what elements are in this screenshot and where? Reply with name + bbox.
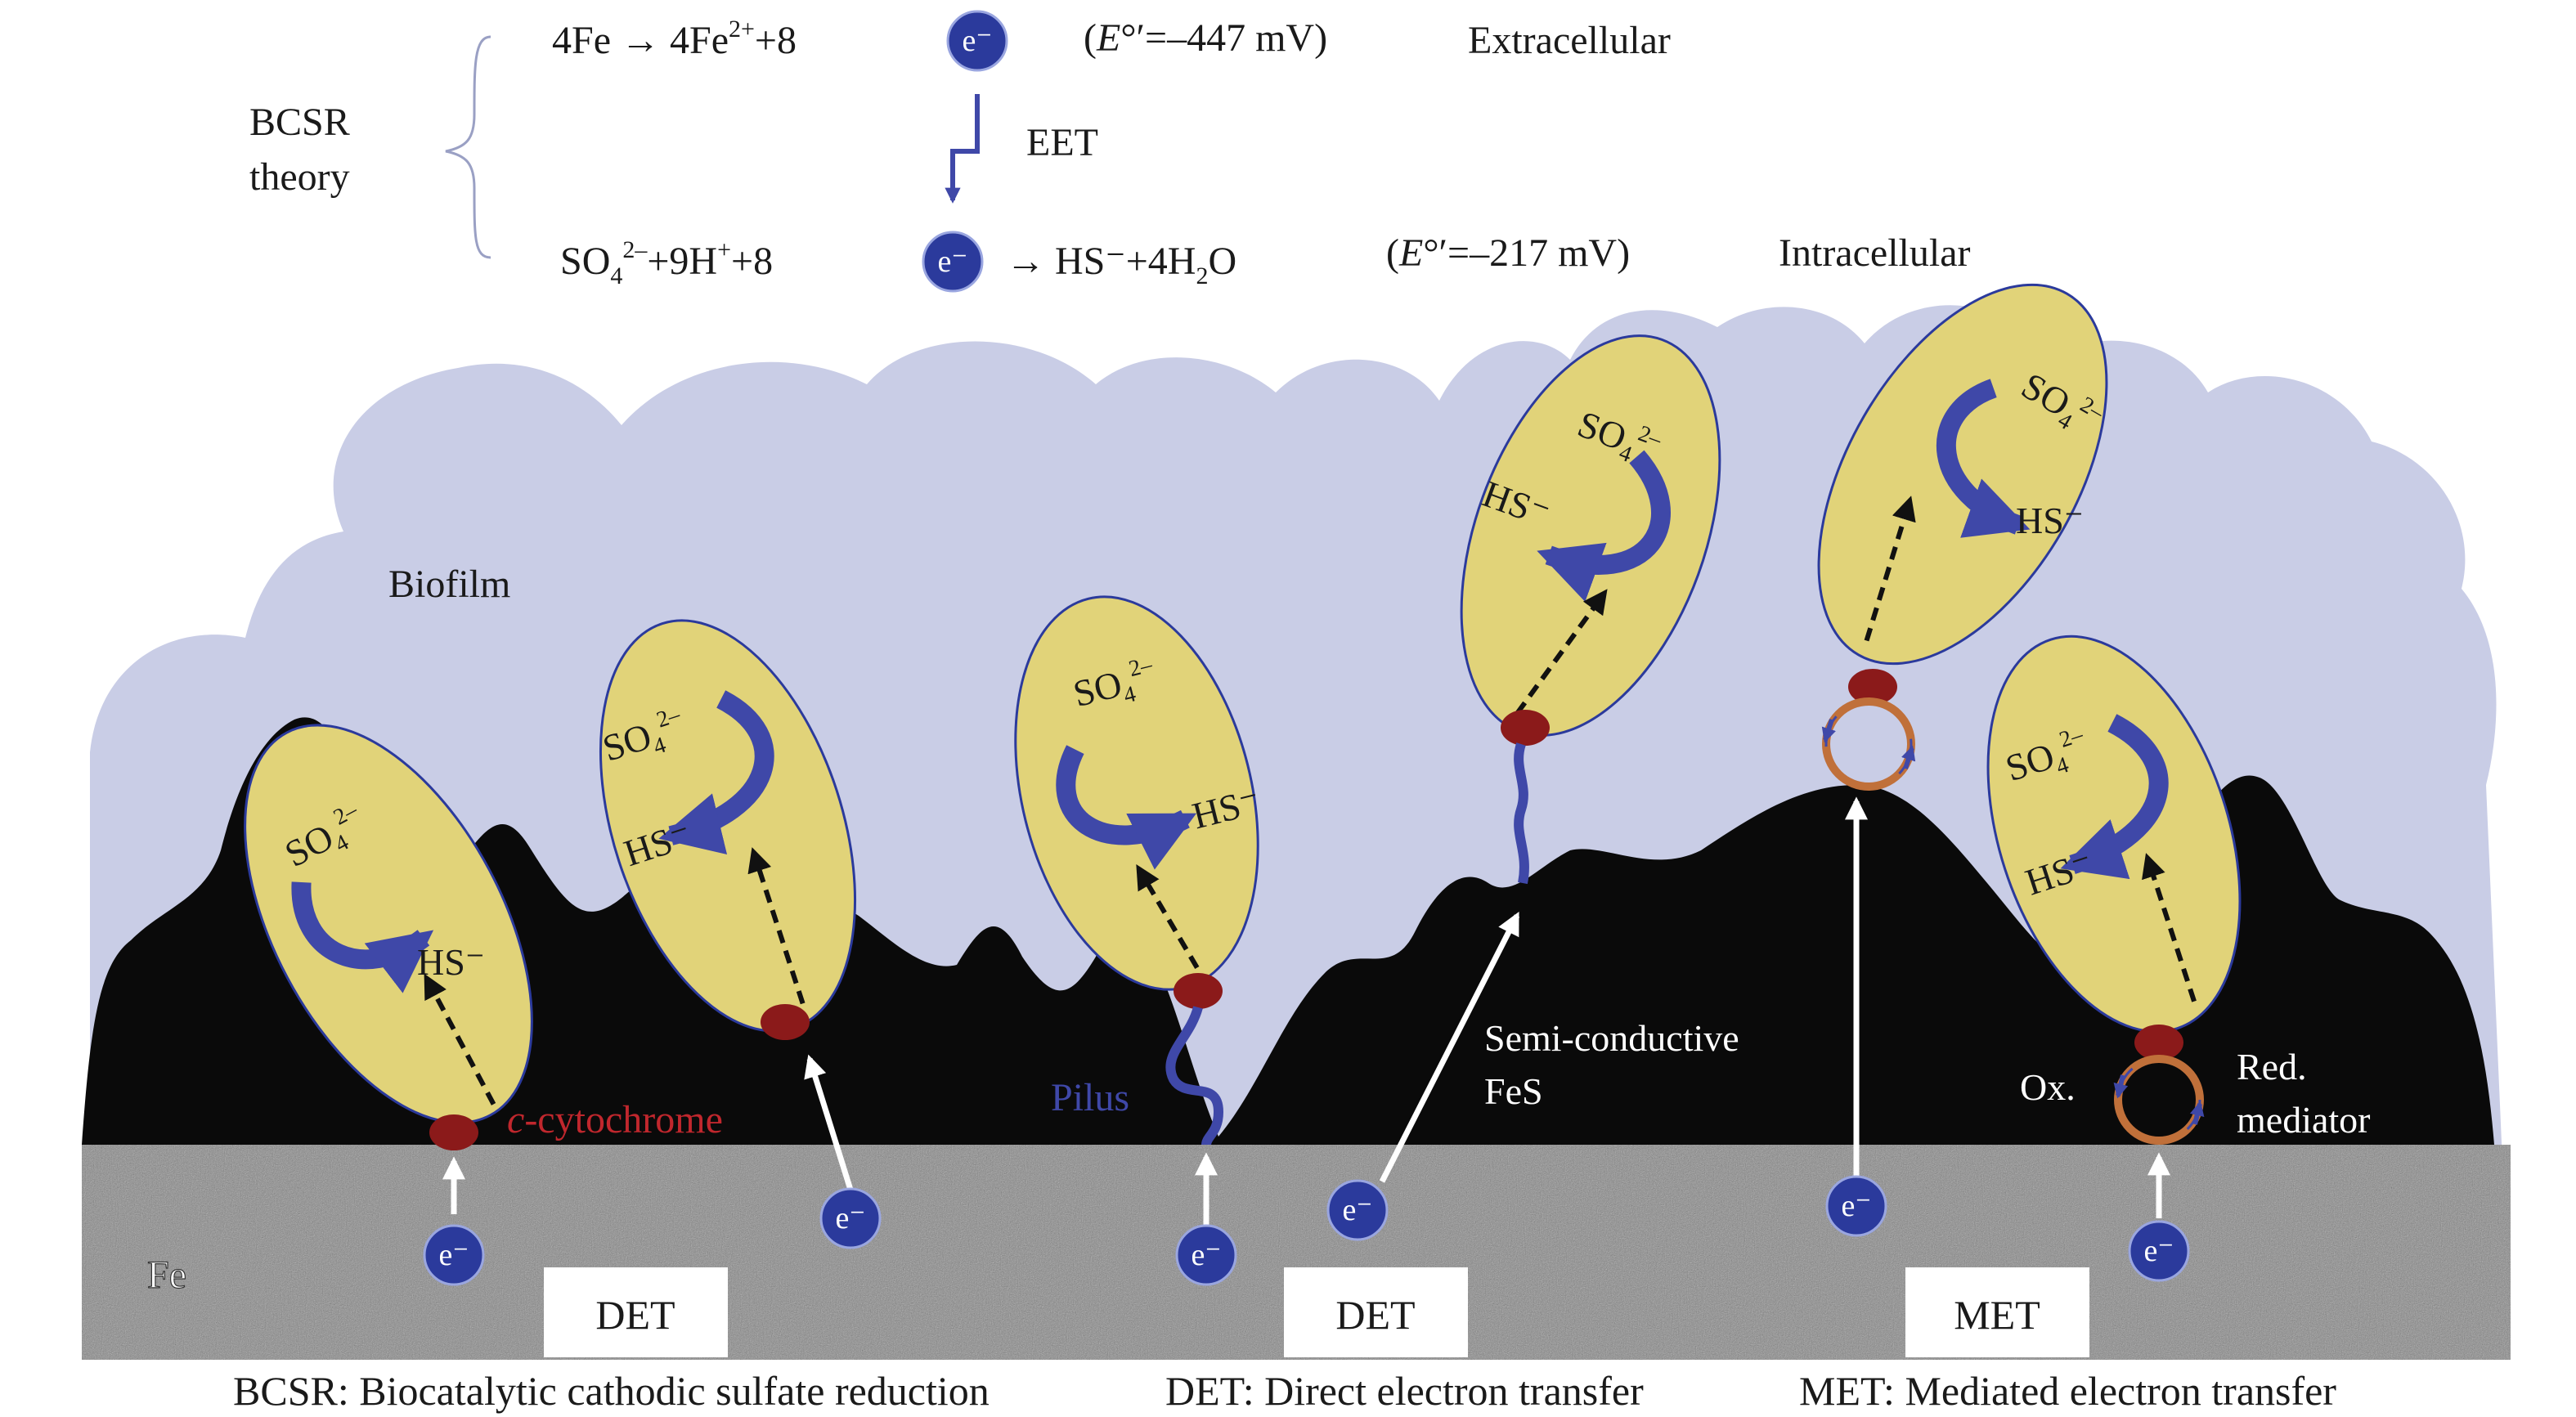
electron-transport-arrow [2142, 853, 2197, 1002]
c-cytochrome [429, 1114, 478, 1150]
corrosion-deposit [82, 717, 2494, 1145]
electron-flow-arrows [442, 796, 2170, 1226]
electron-icon: e⁻ [922, 231, 984, 293]
electron-icon: e⁻ [1326, 1179, 1389, 1241]
electron-icon: e⁻ [1825, 1175, 1887, 1237]
sulfate-cycle-arrow [1537, 450, 1671, 602]
mechanism-box-det: DET [544, 1267, 728, 1357]
c-cytochrome [1848, 669, 1897, 705]
svg-text:e⁻: e⁻ [963, 24, 993, 58]
fe-label: Fe [147, 1253, 186, 1297]
location-extracellular: Extracellular [1468, 19, 1671, 62]
mechanism-box-met: MET [1905, 1267, 2089, 1357]
pilus [1165, 1006, 1224, 1146]
bacterial-cell: SO42– [244, 724, 533, 1124]
eet-arrow [945, 94, 980, 204]
c-cytochrome [1501, 710, 1550, 746]
bacterial-cell: SO42– HS⁻ [1460, 334, 1721, 737]
bacterial-cell: SO42– HS⁻ [598, 619, 857, 1033]
electron-icon: e⁻ [423, 1224, 485, 1286]
cytochrome-label: c-cytochrome [507, 1098, 723, 1141]
fes-label-line1: Semi-conductive [1484, 1017, 1739, 1059]
footer-met: MET: Mediated electron transfer [1799, 1368, 2336, 1414]
theory-brace [445, 35, 491, 259]
svg-text:MET: MET [1954, 1292, 2040, 1338]
mediator-cycle [1821, 697, 1916, 791]
electron-icon: e⁻ [819, 1187, 882, 1249]
bacterial-cell: SO42– HS⁻ [1014, 595, 1264, 991]
bacterial-cell: SO42– [1817, 283, 2109, 666]
equation-product: → HS⁻+4H2O [1006, 240, 1236, 289]
red-mediator-label-line1: Red. [2237, 1046, 2307, 1087]
electron-transport-arrow [747, 847, 806, 1005]
bcsr-label-line2: theory [249, 155, 350, 199]
potential-intracellular: (E°′=–217 mV) [1386, 231, 1630, 275]
sulfide-label: HS⁻ [417, 941, 485, 983]
c-cytochrome [761, 1004, 810, 1040]
sulfate-cycle-arrow [291, 881, 434, 993]
sulfate-cycle-arrow [658, 690, 774, 854]
equation-iron-oxidation: 4Fe → 4Fe2++8 [552, 16, 797, 62]
svg-text:e⁻: e⁻ [938, 244, 968, 279]
electron-icon: e⁻ [2128, 1220, 2190, 1282]
sulfate-cycle-arrow [1056, 745, 1197, 870]
svg-text:e⁻: e⁻ [1192, 1238, 1222, 1272]
svg-text:e⁻: e⁻ [1343, 1193, 1373, 1227]
potential-extracellular: (E°′=–447 mV) [1084, 16, 1327, 60]
red-mediator-label-line2: mediator [2237, 1099, 2371, 1141]
electron-transport-arrow [1515, 589, 1608, 715]
svg-text:DET: DET [595, 1292, 675, 1338]
bcsr-label-line1: BCSR [249, 101, 350, 144]
eet-label: EET [1026, 121, 1098, 164]
svg-text:e⁻: e⁻ [1842, 1189, 1872, 1223]
mechanism-box-det: DET [1284, 1267, 1468, 1357]
equation-sulfate-reduction: SO42–+9H++8 [560, 236, 773, 289]
pilus-label: Pilus [1051, 1076, 1129, 1119]
location-intracellular: Intracellular [1779, 231, 1971, 275]
bcsr-theory: BCSR theory 4Fe → 4Fe2++8 e⁻ (E°′=–447 m… [249, 10, 1971, 293]
electron-transport-arrow [1136, 863, 1200, 970]
sulfate-cycle-arrow [1936, 379, 2031, 538]
mediator-cycle [2113, 1055, 2205, 1145]
bacterial-cell: SO42– HS⁻ [1986, 635, 2242, 1034]
svg-text:DET: DET [1335, 1292, 1415, 1338]
footer-det: DET: Direct electron transfer [1165, 1368, 1644, 1414]
ox-label: Ox. [2020, 1066, 2076, 1108]
electron-icon: e⁻ [1175, 1224, 1237, 1286]
c-cytochrome [2134, 1025, 2183, 1061]
footer-bcsr: BCSR: Biocatalytic cathodic sulfate redu… [233, 1368, 990, 1414]
fes-label-line2: FeS [1484, 1070, 1543, 1112]
electron-transport-arrow [424, 973, 496, 1105]
svg-text:e⁻: e⁻ [836, 1201, 866, 1235]
electron-transport-arrow [1864, 496, 1916, 642]
electron-icon: e⁻ [946, 10, 1008, 72]
svg-text:e⁻: e⁻ [2144, 1234, 2174, 1268]
sulfate-cycle-arrow [2060, 714, 2169, 880]
sulfide-label: HS⁻ [2016, 500, 2084, 541]
svg-text:e⁻: e⁻ [439, 1238, 469, 1272]
biofilm-label: Biofilm [388, 563, 510, 606]
c-cytochrome [1174, 973, 1223, 1009]
fes-conductor [1514, 742, 1529, 885]
